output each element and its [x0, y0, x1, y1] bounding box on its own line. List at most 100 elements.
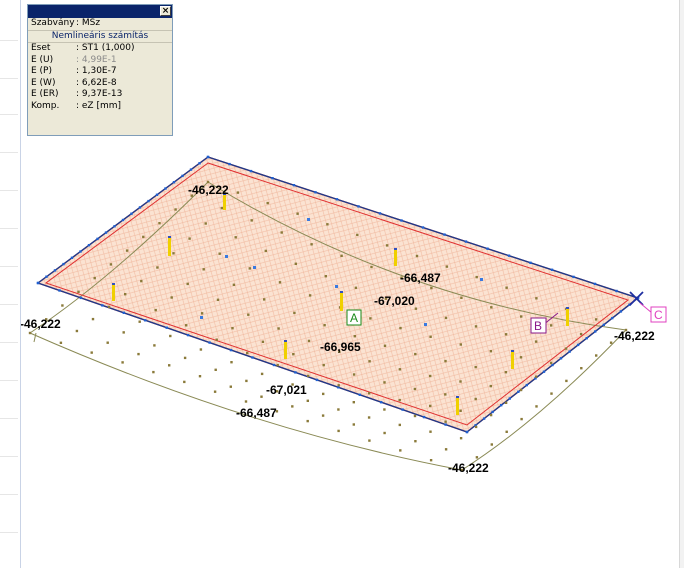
edge-node	[585, 337, 588, 340]
info-row-value: : ST1 (1,000)	[76, 43, 135, 53]
grid-dot	[352, 373, 356, 376]
info-row-value: : eZ [mm]	[76, 100, 122, 111]
edge-node	[576, 343, 580, 347]
grid-dot	[170, 296, 173, 299]
edge-node	[593, 282, 597, 286]
grid-dot	[294, 262, 297, 265]
left-strip-divider	[0, 152, 18, 153]
grid-dot	[137, 352, 140, 356]
edge-node	[189, 168, 193, 171]
grid-dot	[122, 331, 125, 334]
grid-dot	[276, 363, 279, 367]
info-row-key: Komp.	[31, 100, 60, 111]
edge-node	[525, 383, 528, 387]
edge-node	[251, 356, 254, 359]
grid-dot	[444, 316, 448, 320]
edge-node	[208, 341, 211, 344]
edge-node	[315, 378, 319, 382]
edge-node	[542, 370, 546, 373]
grid-dot	[291, 405, 294, 408]
grid-dot	[504, 333, 508, 336]
info-row-value: : 9,37E-13	[76, 89, 123, 99]
info-row-value: : 1,30E-7	[76, 66, 117, 76]
grid-dot	[398, 368, 402, 371]
grid-dot	[291, 383, 294, 386]
edge-node	[165, 326, 168, 329]
label-center: -66,965	[320, 340, 361, 354]
edge-node	[181, 174, 184, 178]
grid-dot	[352, 401, 355, 404]
grid-dot	[383, 381, 386, 384]
info-row-standard: Szabvány : MSz	[28, 18, 172, 31]
grid-dot	[244, 400, 248, 403]
edge-node	[421, 226, 425, 229]
point-marker-c[interactable]: C	[629, 291, 667, 323]
grid-dot	[368, 439, 371, 442]
grid-dot	[324, 275, 327, 278]
info-panel-titlebar[interactable]: ×	[28, 5, 172, 18]
grid-dot	[429, 430, 432, 433]
grid-dot	[93, 276, 96, 280]
grid-dot	[236, 191, 240, 194]
grid-dot	[77, 290, 80, 293]
left-strip-divider	[0, 342, 18, 343]
right-scroll-edge[interactable]	[679, 0, 684, 568]
edge-node	[144, 319, 147, 322]
grid-dot	[183, 356, 187, 360]
model-drawing[interactable]: -46,222 -46,222 -46,222 -46,222 -66,487 …	[21, 0, 680, 568]
info-standard-key: Szabvány	[31, 18, 75, 28]
grid-dot	[383, 431, 386, 435]
grid-dot	[460, 468, 464, 472]
grid-dot	[260, 372, 264, 376]
grid-dot	[459, 380, 462, 383]
grid-dot	[474, 365, 477, 369]
grid-dot	[429, 459, 433, 462]
grid-dot	[61, 304, 64, 307]
point-marker-a[interactable]: A	[346, 309, 362, 326]
grid-dot	[534, 375, 538, 378]
grid-dot	[138, 320, 141, 323]
left-strip-divider	[0, 114, 18, 115]
edge-node	[62, 262, 65, 266]
edge-node	[568, 350, 571, 353]
edge-node	[357, 205, 360, 208]
grid-dot	[429, 404, 432, 408]
grid-dot	[152, 370, 155, 374]
edge-node	[121, 218, 125, 222]
grid-dot	[107, 305, 111, 309]
grid-dot	[550, 392, 553, 395]
edge-node	[198, 162, 201, 165]
grid-dot	[609, 341, 613, 344]
grid-dot	[384, 297, 388, 300]
edge-node	[517, 390, 520, 393]
left-strip-divider	[0, 380, 18, 381]
grid-dot	[459, 437, 463, 440]
grid-dot	[550, 324, 553, 327]
model-viewport[interactable]: -46,222 -46,222 -46,222 -46,222 -66,487 …	[21, 0, 680, 568]
grid-dot	[489, 413, 493, 417]
close-icon[interactable]: ×	[160, 6, 171, 16]
edge-node	[186, 333, 190, 337]
edge-node	[294, 371, 297, 374]
edge-node	[155, 193, 159, 196]
grid-dot	[186, 282, 189, 286]
grid-dot	[158, 222, 161, 225]
grid-dot	[444, 420, 447, 423]
grid-dot	[234, 236, 237, 239]
grid-dot	[306, 419, 309, 423]
edge-node	[572, 275, 575, 279]
result-info-panel[interactable]: × Szabvány : MSz Nemlineáris számítás Es…	[27, 4, 173, 136]
edge-node	[101, 304, 104, 307]
grid-dot	[198, 375, 202, 378]
support-bars	[112, 193, 569, 415]
label-corner-front: -46,222	[448, 461, 489, 475]
grid-dot	[154, 308, 157, 312]
grid-dot	[520, 417, 523, 421]
point-marker-b[interactable]: B	[530, 312, 559, 334]
grid-dot	[413, 387, 417, 391]
grid-dot	[337, 408, 340, 411]
grid-dot	[459, 409, 462, 412]
grid-dot	[28, 331, 32, 335]
grid-dot	[292, 353, 295, 356]
